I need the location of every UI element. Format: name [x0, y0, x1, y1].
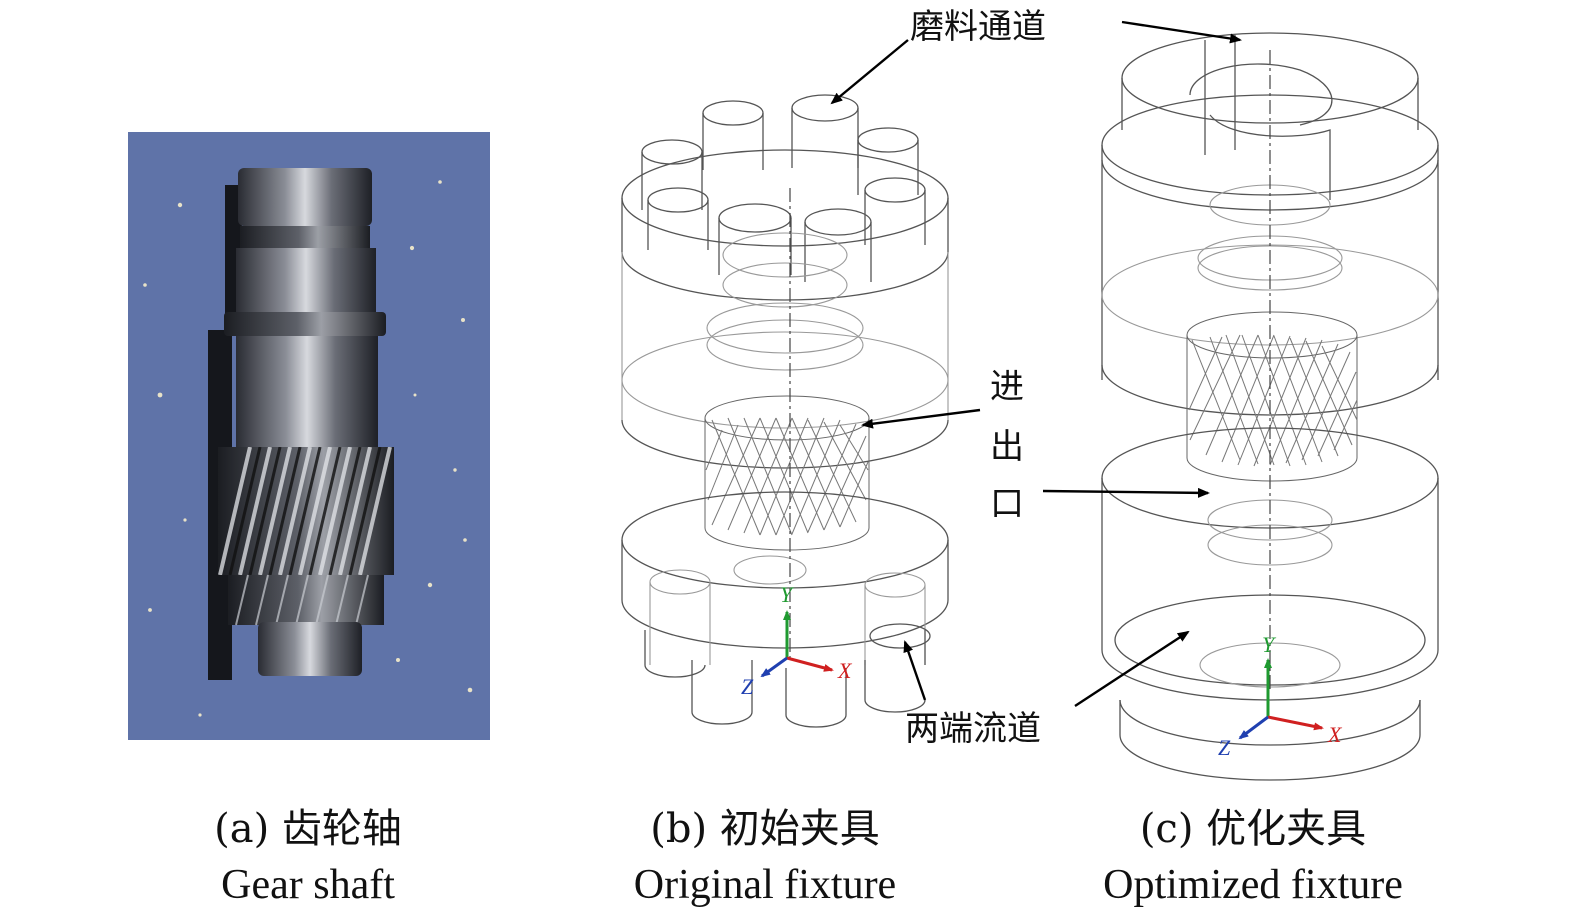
inlet-outlet-arrow-c — [1042, 487, 1210, 498]
end-channels-arrow-c — [1074, 630, 1190, 708]
fixture-b-gear — [704, 395, 870, 551]
axis-z-label-b: Z — [741, 674, 754, 699]
photo-speckles — [143, 180, 473, 717]
axis-triad-c: Y X Z — [1218, 632, 1343, 760]
helical-gear — [218, 447, 394, 626]
abrasive-channel-arrow-c — [1121, 20, 1242, 44]
optimized-fixture-drawing: Y X Z — [1101, 32, 1439, 781]
shaft-body — [236, 336, 378, 448]
axis-z-label-c: Z — [1218, 735, 1231, 760]
axis-y-label-c: Y — [1262, 632, 1277, 657]
inlet-outlet-arrow-b — [861, 408, 981, 429]
callouts: 磨料通道 进 出 口 两端流道 — [830, 7, 1242, 749]
top-channel-cylinders — [641, 94, 926, 308]
abrasive-channel-label: 磨料通道 — [910, 7, 1046, 47]
caption-b-en: Original fixture — [634, 862, 896, 908]
inlet-outlet-char-3: 口 — [990, 484, 1024, 524]
caption-c-cn: (c) 优化夹具 — [1140, 806, 1366, 852]
end-channels-arrow-b — [903, 640, 927, 701]
gear-shaft-photo — [128, 132, 490, 740]
inlet-outlet-char-2: 出 — [990, 427, 1024, 467]
bottom-channel-cylinders — [644, 555, 931, 728]
caption-a-en: Gear shaft — [221, 862, 395, 908]
axis-x-label-c: X — [1327, 722, 1343, 747]
axis-x-label-b: X — [837, 658, 853, 683]
caption-a-cn: (a) 齿轮轴 — [214, 806, 402, 852]
end-channels-label: 两端流道 — [905, 709, 1041, 749]
shaft-top-journal — [238, 168, 372, 226]
shaft-shadow — [208, 185, 242, 680]
caption-b-cn: (b) 初始夹具 — [650, 806, 880, 852]
abrasive-channel-arrow-b — [830, 39, 909, 105]
fixture-c-gear — [1186, 311, 1358, 482]
inlet-outlet-char-1: 进 — [990, 367, 1024, 407]
axis-triad-b: Y X Z — [741, 582, 853, 699]
caption-c-en: Optimized fixture — [1103, 862, 1403, 908]
shaft-bottom-journal — [258, 622, 362, 676]
original-fixture-drawing: Y X Z — [621, 94, 949, 728]
captions: (a) 齿轮轴 Gear shaft (b) 初始夹具 Original fix… — [214, 806, 1403, 908]
axis-y-label-b: Y — [780, 582, 795, 607]
